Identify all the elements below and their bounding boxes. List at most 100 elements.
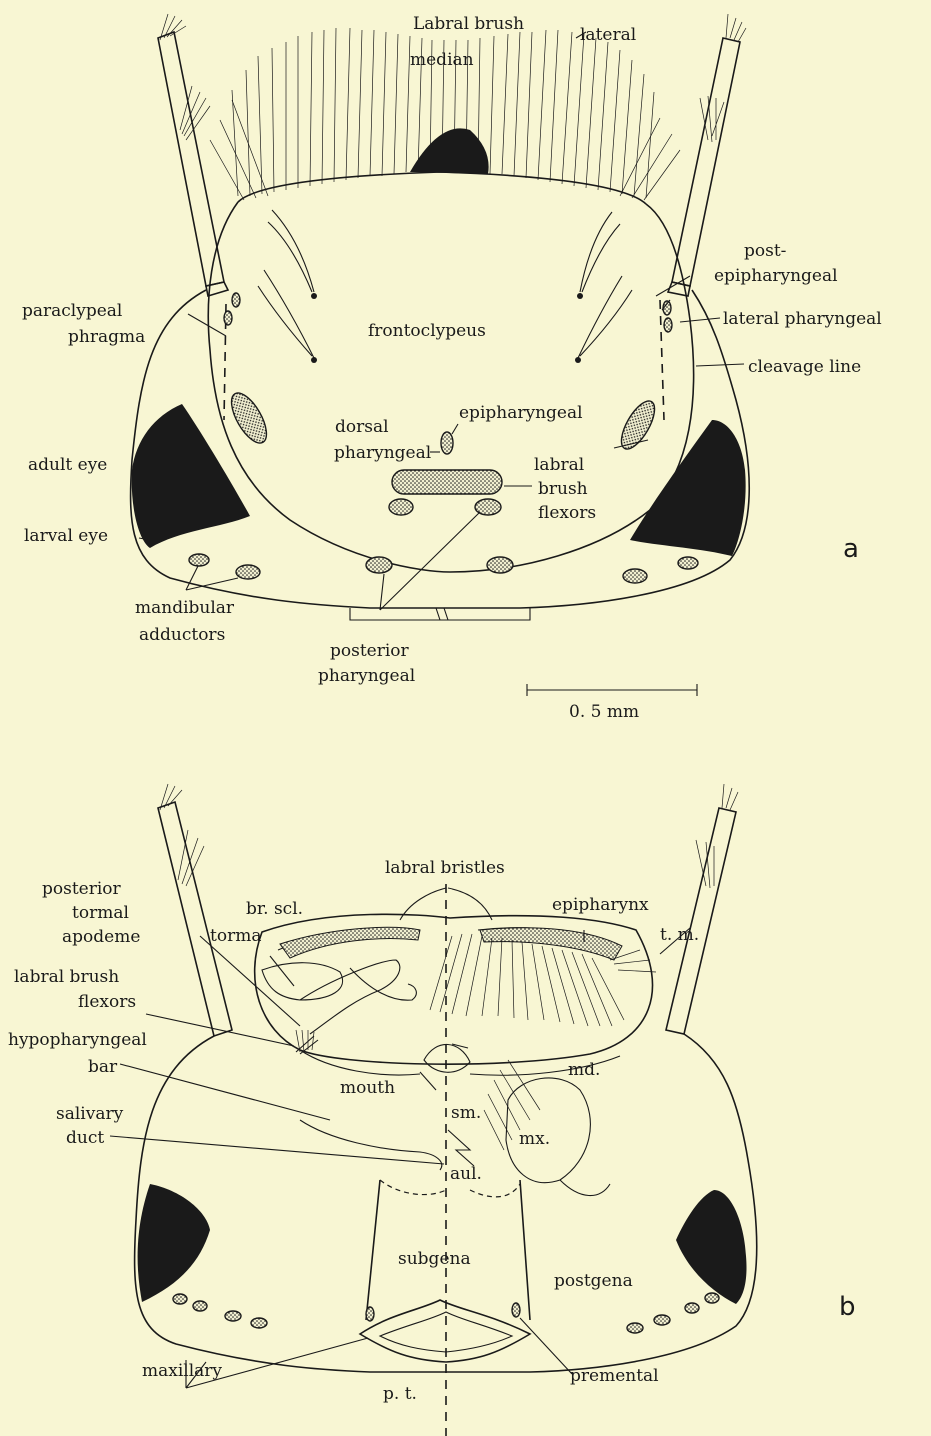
leader-lines-b: [110, 928, 690, 1388]
label-posterior-2: pharyngeal: [318, 666, 415, 686]
muscle-oval: [225, 1311, 241, 1321]
muscle-oval: [623, 569, 647, 583]
muscle-oval: [224, 311, 232, 325]
label-md: md.: [568, 1060, 600, 1080]
label-adult-eye: adult eye: [28, 455, 107, 475]
label-labral-brush-2: flexors: [78, 992, 136, 1012]
label-salivary-1: salivary: [56, 1104, 124, 1124]
label-labral-2: brush: [538, 479, 588, 499]
muscle-oval: [705, 1293, 719, 1303]
antenna-left: [158, 14, 228, 296]
label-hypopharyngeal-1: hypopharyngeal: [8, 1030, 147, 1050]
antenna-right: [668, 14, 746, 296]
label-labral-brush: Labral brush: [413, 14, 524, 34]
label-t-m: t. m.: [660, 925, 699, 945]
muscle-oval: [189, 554, 209, 566]
muscle-oval: [173, 1294, 187, 1304]
antenna-right-b: [666, 784, 738, 1034]
label-post-epipharyngeal-1: post-: [744, 241, 786, 261]
muscle-oval: [678, 557, 698, 569]
muscle-oval: [366, 1307, 374, 1321]
muscle-oval: [225, 388, 274, 448]
panel-letter-b: b: [839, 1292, 856, 1322]
label-epipharynx: epipharynx: [552, 895, 649, 915]
label-mouth: mouth: [340, 1078, 395, 1098]
labrum-edge: [238, 172, 646, 204]
scale-bar-label: 0. 5 mm: [569, 702, 639, 722]
label-posterior-1: posterior: [330, 641, 410, 661]
labral-brush-flexor-muscle: [392, 470, 502, 494]
muscle-oval: [366, 557, 392, 573]
label-br-scl: br. scl.: [246, 899, 303, 919]
label-posterior-tormal-2: tormal: [72, 903, 129, 923]
label-posterior-tormal-3: apodeme: [62, 927, 140, 947]
label-posterior-tormal-1: posterior: [42, 879, 122, 899]
label-dorsal-1: dorsal: [335, 417, 389, 437]
eye-right-b: [676, 1190, 747, 1304]
label-postgena: postgena: [554, 1271, 633, 1291]
submentum-teeth: [448, 1130, 474, 1166]
label-mx: mx.: [519, 1129, 550, 1149]
posterior-tentorial-pit: [360, 1300, 530, 1362]
setae-upper-right: [580, 212, 620, 292]
label-p-t: p. t.: [383, 1384, 417, 1404]
panel-b: labral bristles posterior tormal apodeme…: [8, 784, 856, 1436]
setae-upper-left: [268, 210, 314, 292]
muscle-oval: [487, 557, 513, 573]
label-lateral: lateral: [580, 25, 636, 45]
label-mandibular-1: mandibular: [135, 598, 235, 618]
label-labral-1: labral: [534, 455, 584, 475]
paraclypeal-line-right: [660, 300, 664, 420]
tormal-apodeme: [300, 960, 400, 1034]
label-paraclypeal-1: paraclypeal: [22, 301, 122, 321]
panel-a: Labral brush median lateral post- epipha…: [22, 14, 882, 722]
label-mandibular-2: adductors: [139, 625, 225, 645]
muscle-oval: [664, 318, 672, 332]
muscle-oval: [654, 1315, 670, 1325]
mouth-bulb: [424, 1044, 470, 1072]
label-lateral-pharyngeal: lateral pharyngeal: [723, 309, 882, 329]
label-median: median: [410, 50, 474, 70]
muscle-oval: [685, 1303, 699, 1313]
label-aul: aul.: [450, 1164, 482, 1184]
epipharynx-brush: [430, 934, 656, 1026]
scale-bar: 0. 5 mm: [527, 684, 697, 722]
label-cleavage-line: cleavage line: [748, 357, 861, 377]
label-torma: torma: [210, 926, 261, 946]
panel-letter-a: a: [843, 534, 859, 564]
label-maxillary: maxillary: [142, 1361, 222, 1381]
torma: [262, 963, 343, 1000]
label-hypopharyngeal-2: bar: [88, 1057, 118, 1077]
label-subgena: subgena: [398, 1249, 471, 1269]
eye-left-b: [138, 1184, 210, 1302]
muscle-oval: [389, 499, 413, 515]
label-dorsal-2: pharyngeal: [334, 443, 431, 463]
label-epipharyngeal: epipharyngeal: [459, 403, 583, 423]
setae-lower-right: [578, 276, 632, 358]
muscle-oval: [627, 1323, 643, 1333]
muscle-oval: [193, 1301, 207, 1311]
antenna-left-b: [158, 784, 232, 1036]
label-premental: premental: [570, 1366, 659, 1386]
label-sm: sm.: [451, 1103, 481, 1123]
muscle-oval: [615, 396, 661, 454]
muscle-oval: [232, 293, 240, 307]
mouthparts-rim: [350, 608, 530, 620]
label-labral-3: flexors: [538, 503, 596, 523]
setae-lower-left: [258, 270, 314, 358]
epipharyngeal-muscle: [441, 432, 453, 454]
muscle-oval: [236, 565, 260, 579]
muscle-oval: [251, 1318, 267, 1328]
frontoclypeus-outline: [208, 202, 693, 572]
muscle-oval: [512, 1303, 520, 1317]
label-salivary-2: duct: [66, 1128, 104, 1148]
label-paraclypeal-2: phragma: [68, 327, 145, 347]
label-labral-bristles: labral bristles: [385, 858, 505, 878]
label-labral-brush-1: labral brush: [14, 967, 119, 987]
label-post-epipharyngeal-2: epipharyngeal: [714, 266, 838, 286]
label-larval-eye: larval eye: [24, 526, 108, 546]
label-frontoclypeus: frontoclypeus: [368, 321, 486, 341]
eye-left-a: [132, 404, 250, 548]
